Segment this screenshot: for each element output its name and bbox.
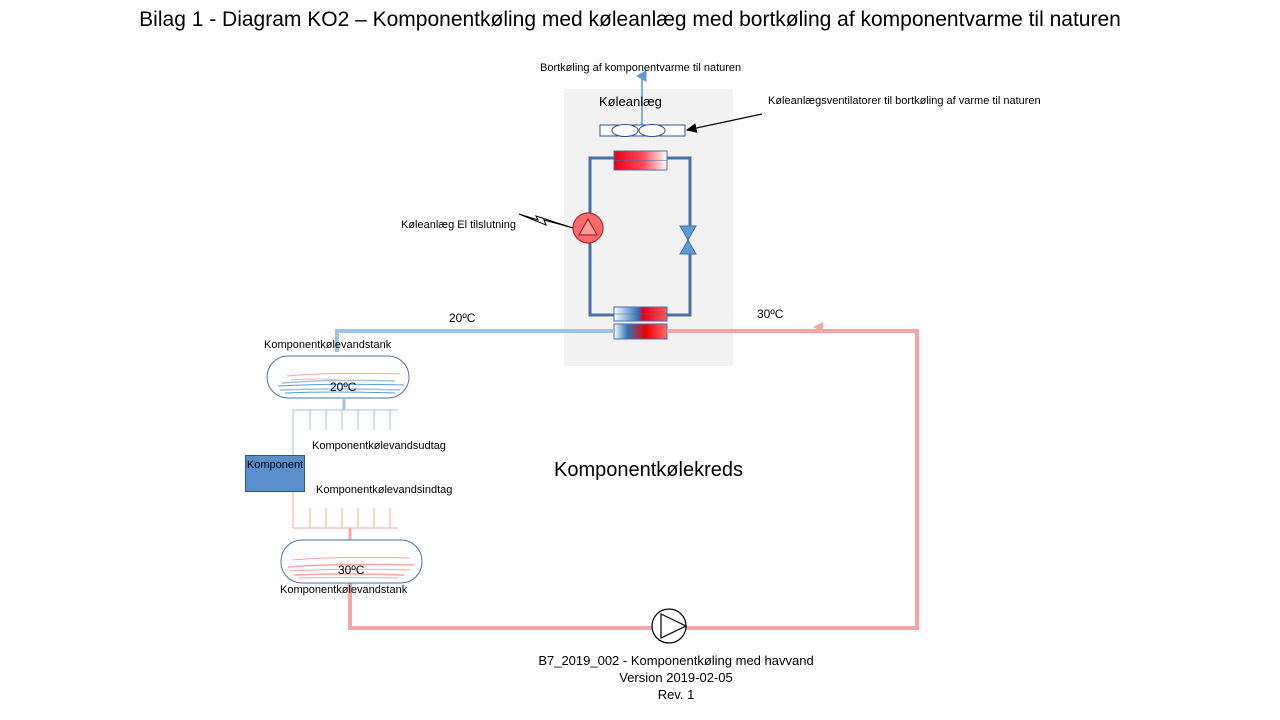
fan-unit bbox=[599, 124, 686, 137]
tank-bottom bbox=[280, 539, 423, 584]
tank-bottom-label: Komponentkølevandstank bbox=[280, 584, 408, 596]
plate-heat-exchanger bbox=[613, 323, 668, 340]
flow-direction-arrow bbox=[813, 322, 823, 332]
lightning-icon bbox=[518, 213, 574, 229]
footer-line-1: B7_2019_002 - Komponentkøling med havvan… bbox=[538, 653, 814, 668]
circuit-label: Komponentkølekreds bbox=[554, 459, 743, 481]
circulation-pump-icon bbox=[651, 608, 688, 644]
fans-pointer-arrow bbox=[685, 113, 763, 133]
component-label: Komponent bbox=[246, 459, 304, 471]
diagram-title: Bilag 1 - Diagram KO2 – Komponentkøling … bbox=[139, 8, 1121, 31]
outlet-manifold-label: Komponentkølevandsudtag bbox=[312, 440, 446, 452]
tank-top-temperature: 20ºC bbox=[330, 380, 357, 394]
tank-top bbox=[266, 355, 410, 399]
warm-return-pipe bbox=[348, 329, 919, 630]
supply-temperature-label: 20ºC bbox=[449, 311, 476, 325]
footer-line-3: Rev. 1 bbox=[657, 687, 695, 702]
fans-label: Køleanlægsventilatorer til bortkøling af… bbox=[768, 95, 1041, 107]
inlet-manifold-label: Komponentkølevandsindtag bbox=[316, 484, 453, 496]
electric-connection-label: Køleanlæg El tilslutning bbox=[401, 219, 516, 231]
return-temperature-label: 30ºC bbox=[757, 307, 784, 321]
footer-line-2: Version 2019-02-05 bbox=[619, 670, 733, 685]
chiller-label: Køleanlæg bbox=[599, 94, 662, 109]
footer: B7_2019_002 - Komponentkøling med havvan… bbox=[476, 652, 876, 703]
component-box: Komponent bbox=[245, 455, 305, 492]
heat-rejection-label: Bortkøling af komponentvarme til naturen bbox=[540, 62, 742, 74]
compressor-icon bbox=[572, 212, 604, 244]
inlet-manifold bbox=[292, 492, 398, 540]
expansion-valve-icon bbox=[679, 225, 698, 255]
cold-supply-pipe bbox=[335, 329, 614, 352]
tank-top-label: Komponentkølevandstank bbox=[264, 339, 392, 351]
tank-bottom-temperature: 30ºC bbox=[338, 563, 365, 577]
outlet-manifold bbox=[292, 398, 398, 455]
